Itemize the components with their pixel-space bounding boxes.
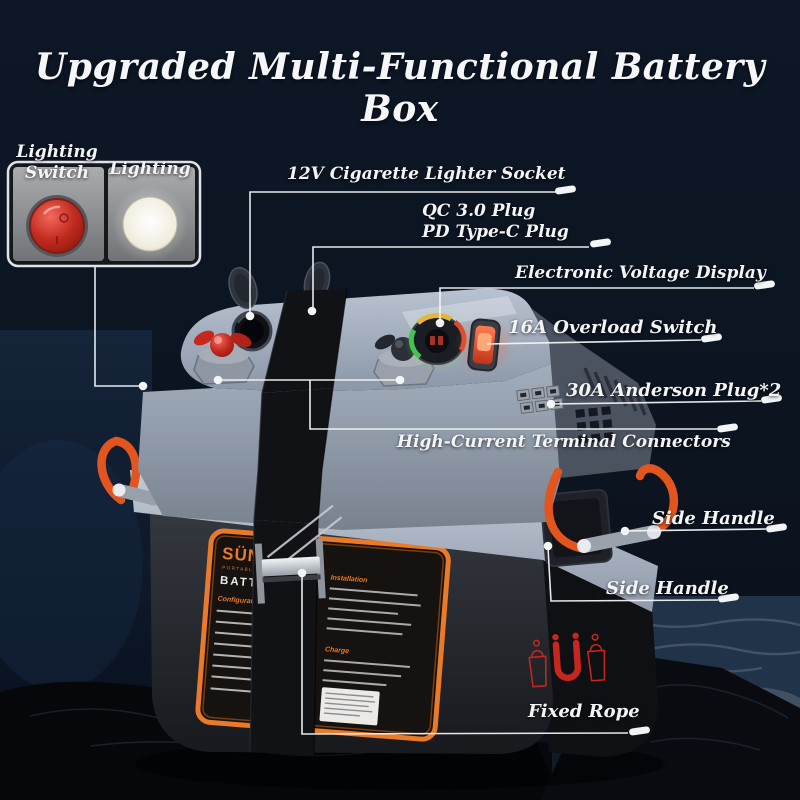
lighting-switch-label: Lighting Switch [6,142,108,184]
callout-pill-terminal [717,423,738,433]
lighting-panel [6,160,202,268]
right-rope-b [635,464,679,535]
box-lid [138,288,656,530]
lighting-switch-knob [26,195,88,257]
callout-label-qc: QC 3.0 Plug PD Type-C Plug [422,201,569,243]
callout-pill-side-handle-2 [718,593,739,603]
callout-line-anderson [550,400,762,405]
callout-pill-overload [701,333,722,343]
strap-lid-front [254,388,333,524]
callout-line-lighting [94,267,141,387]
left-rope [97,436,141,505]
side-handle-right [544,464,679,553]
callout-dot-fixed-rope [297,568,307,578]
label-bullets-right [326,587,421,636]
lid-right-side [531,308,656,478]
right-rope-a [544,467,585,553]
callout-pill-side-handle-1 [766,523,787,533]
callout-dot-voltage [435,318,445,328]
label-subtitle: PORTABLE [222,565,258,573]
callout-label-overload: 16A Overload Switch [508,317,718,338]
label-bullets-charge [322,659,410,687]
callout-dot-anderson [546,399,556,409]
display-digits [430,336,435,345]
lid-front-face [138,363,563,530]
label-section-charge: Charge [325,646,350,655]
callout-pill-fixed-rope [629,726,650,736]
warning-box-lines [323,692,376,717]
left-tube-cap [112,483,126,497]
callout-dot-lighting [138,381,148,391]
callout-line-side-handle-2 [547,547,719,602]
callout-pill-qc [590,238,611,248]
callout-line-terminal [218,379,717,430]
callout-pill-cigarette [555,185,576,195]
side-handle-left [97,436,161,506]
right-tube-cap-b [647,525,661,539]
lighting-label: Lighting [109,159,191,179]
callout-line-cigarette [249,191,556,314]
strap-over-lid [262,289,347,393]
callout-label-terminal: High-Current Terminal Connectors [397,432,731,452]
box-side-face [543,556,659,757]
callout-label-qc-line1: QC 3.0 Plug [422,201,536,221]
callout-label-side-handle-1: Side Handle [652,508,775,529]
overload-switch-indicator [454,315,514,375]
positive-terminal [193,330,255,385]
voltage-display [403,306,471,374]
label-inner-border [202,535,444,735]
water-left [0,330,152,692]
water-glint [0,440,143,690]
callout-dot-qc [307,306,317,316]
lighting-lamp [112,186,188,262]
callout-label-voltage: Electronic Voltage Display [515,263,766,283]
right-tube-cap-a [577,539,591,553]
buckle-wire [266,504,334,559]
callout-dot-terminal-positive [213,375,223,385]
buckle-plate [261,556,321,577]
callout-pill-voltage [754,280,775,290]
callout-line-side-handle-1 [624,528,767,532]
battery-box: SÜNAR PORTABLE BATTERY Configuration Ins… [97,261,679,757]
callout-label-anderson: 30A Anderson Plug*2 [566,380,782,401]
lighting-switch-label-line2: Switch [25,163,89,183]
callouts [94,185,787,736]
lighting-switch-label-line1: Lighting [16,142,98,162]
callout-line-overload [486,339,702,345]
callout-dot-terminal-negative [395,375,405,385]
right-handle-tube [577,525,661,553]
brand-logo [528,632,606,688]
logo-u [552,639,582,682]
callout-line-qc [312,246,589,309]
label-section-installation: Installation [330,574,367,584]
page-title: Upgraded Multi-Functional Battery Box [34,46,766,130]
callout-label-side-handle-2: Side Handle [606,578,729,599]
label-section-configuration: Configuration [217,596,263,607]
callout-line-fixed-rope [301,575,629,735]
callout-label-qc-line2: PD Type-C Plug [422,222,569,242]
callout-dot-cigarette [245,311,255,321]
callout-dot-side-handle-2 [543,541,553,551]
callout-label-cigarette: 12V Cigarette Lighter Socket [287,164,566,184]
callout-pill-anderson [761,394,782,404]
left-handle-tube [115,484,161,506]
callout-label-fixed-rope: Fixed Rope [528,701,640,722]
callout-line-voltage [439,287,754,321]
callout-dot-side-handle-1 [620,526,630,536]
